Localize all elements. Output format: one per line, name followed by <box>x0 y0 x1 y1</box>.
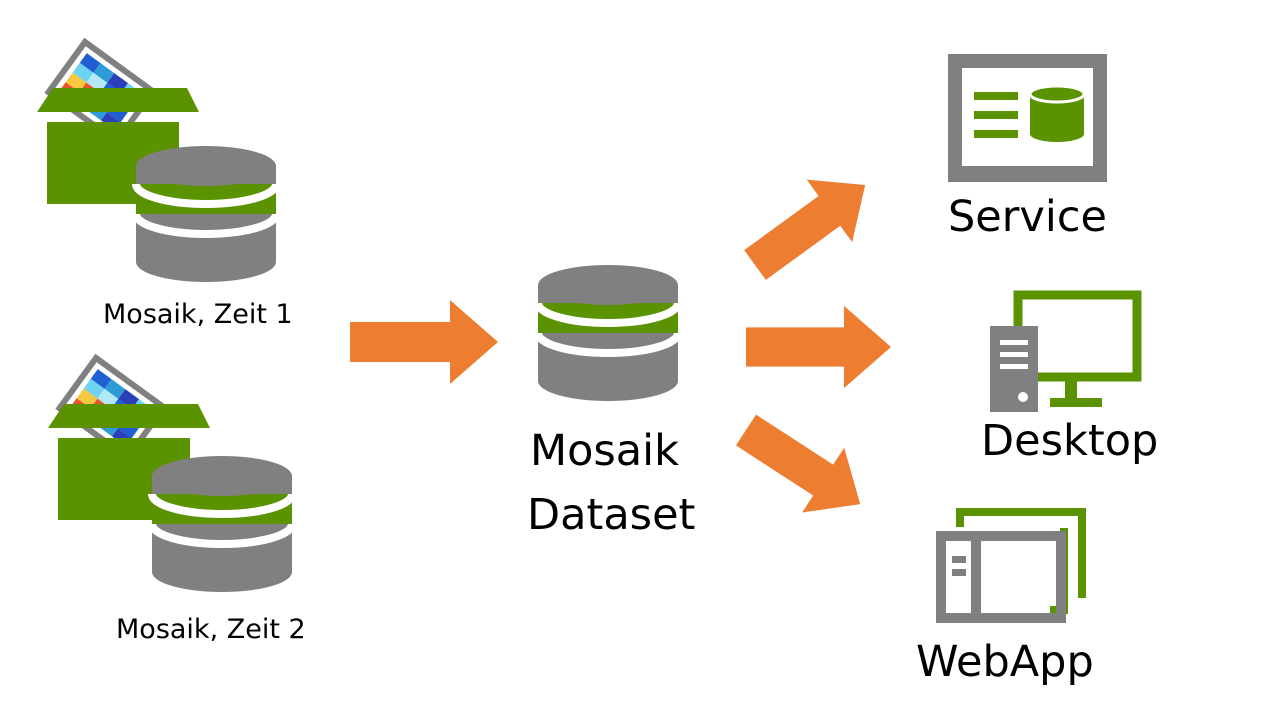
output-arrow-desktop <box>746 305 892 389</box>
webapp-icon <box>936 508 1086 623</box>
database-icon <box>136 146 276 282</box>
mosaic-dataset-icon <box>538 265 678 401</box>
output-arrow-webapp <box>724 397 882 537</box>
desktop-icon <box>990 290 1142 412</box>
source-group-zeit-2 <box>48 358 292 592</box>
dataset-label-line2: Dataset <box>527 490 696 540</box>
dataset-label-line1: Mosaik <box>530 426 680 476</box>
output-label-webapp: WebApp <box>916 637 1094 687</box>
output-arrow-service <box>732 153 888 297</box>
input-arrow <box>350 300 498 384</box>
source-group-zeit-1 <box>37 42 276 282</box>
output-label-desktop: Desktop <box>981 416 1159 466</box>
database-icon <box>152 456 292 592</box>
service-icon <box>948 54 1107 182</box>
source-label-zeit-1: Mosaik, Zeit 1 <box>103 299 293 330</box>
source-label-zeit-2: Mosaik, Zeit 2 <box>116 614 306 645</box>
output-label-service: Service <box>948 192 1107 242</box>
